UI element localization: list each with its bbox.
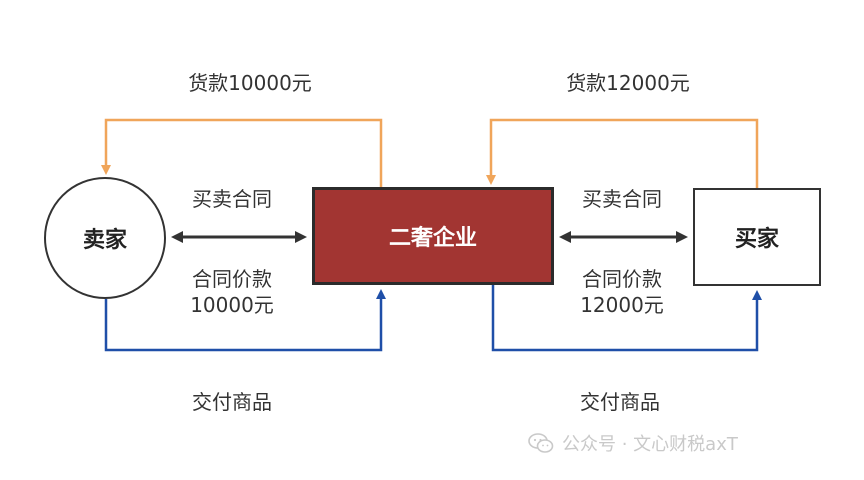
payment-arrow-company-to-seller: [101, 118, 383, 187]
price-label-right-line1: 合同价款: [582, 267, 662, 291]
goods-arrow-seller-to-company: [104, 289, 386, 352]
company-node: 二奢企业: [312, 187, 554, 285]
seller-label: 卖家: [82, 228, 127, 253]
price-label-right: 合同价款 12000元: [562, 266, 682, 318]
watermark: 公众号 · 文心财税axT: [528, 428, 848, 458]
contract-label-right: 买卖合同: [582, 187, 662, 211]
wechat-icon: [528, 433, 554, 453]
seller-node: 卖家: [44, 177, 166, 299]
buyer-label: 买家: [734, 227, 779, 252]
payment-arrow-buyer-to-company: [486, 118, 759, 188]
goods-arrow-company-to-buyer: [491, 285, 762, 352]
price-label-left: 合同价款 10000元: [172, 266, 292, 318]
price-label-left-line2: 10000元: [190, 293, 274, 317]
watermark-text: 公众号 · 文心财税axT: [562, 434, 738, 455]
deliver-label-left: 交付商品: [192, 390, 272, 414]
price-label-right-line2: 12000元: [580, 293, 664, 317]
payment-label-left: 货款10000元: [188, 71, 312, 95]
payment-label-right: 货款12000元: [566, 71, 690, 95]
company-label: 二奢企业: [388, 226, 477, 251]
deliver-label-right: 交付商品: [580, 390, 660, 414]
buyer-node: 买家: [693, 188, 821, 286]
contract-label-left: 买卖合同: [192, 187, 272, 211]
price-label-left-line1: 合同价款: [192, 267, 272, 291]
